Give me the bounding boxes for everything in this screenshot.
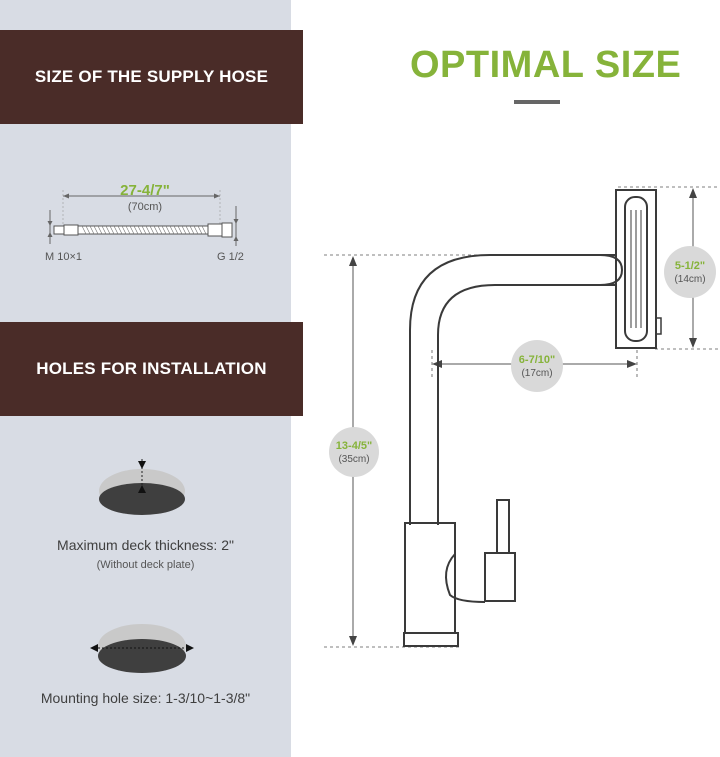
hose-left-thread: M 10×1 xyxy=(45,251,82,263)
hose-length-metric: (70cm) xyxy=(127,201,163,213)
hose-length: 27-4/7" xyxy=(120,182,170,199)
mounting-hole-caption: Mounting hole size: 1-3/10~1-3/8" xyxy=(0,690,291,706)
faucet-diagram xyxy=(324,186,720,648)
title-underline xyxy=(514,100,560,104)
mounting-hole-text: Mounting hole size: 1-3/10~1-3/8" xyxy=(40,690,251,706)
deck-thickness-sub: (Without deck plate) xyxy=(96,559,195,571)
mounting-hole-icon xyxy=(90,624,194,673)
page-title: OPTIMAL SIZE xyxy=(410,44,682,86)
deck-thickness-icon xyxy=(99,459,185,515)
spray-height-label: 5-1/2" (14cm) xyxy=(664,246,716,298)
supply-hose-banner: SIZE OF THE SUPPLY HOSE xyxy=(0,30,303,124)
supply-hose-title: SIZE OF THE SUPPLY HOSE xyxy=(34,67,269,86)
supply-hose-diagram xyxy=(47,190,239,246)
spray-height-metric: (14cm) xyxy=(674,273,706,285)
reach-label: 6-7/10" (17cm) xyxy=(511,340,563,392)
reach-metric: (17cm) xyxy=(521,367,553,379)
holes-banner: HOLES FOR INSTALLATION xyxy=(0,322,303,416)
hose-right-thread: G 1/2 xyxy=(217,251,244,263)
spray-height: 5-1/2" xyxy=(674,259,706,272)
deck-thickness-text: Maximum deck thickness: 2" xyxy=(57,537,234,553)
total-height-label: 13-4/5" (35cm) xyxy=(329,427,379,477)
deck-thickness-caption: Maximum deck thickness: 2" (Without deck… xyxy=(0,537,291,571)
reach: 6-7/10" xyxy=(518,353,556,366)
total-height: 13-4/5" xyxy=(335,439,373,452)
hose-length-label: 27-4/7" (70cm) xyxy=(95,182,195,213)
total-height-metric: (35cm) xyxy=(338,453,370,465)
holes-title: HOLES FOR INSTALLATION xyxy=(36,359,267,378)
